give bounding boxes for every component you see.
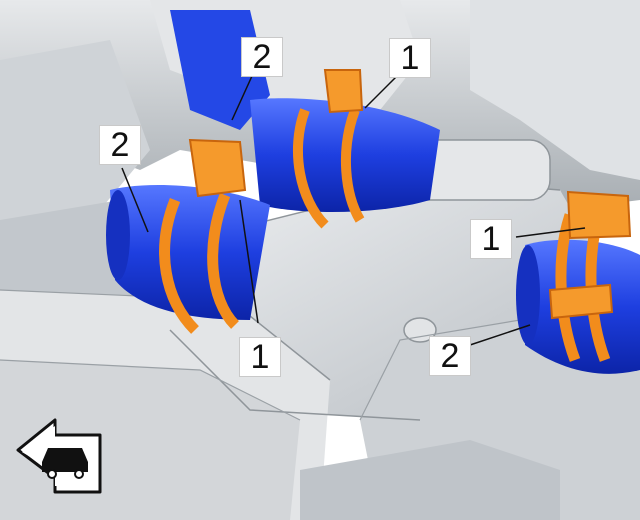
clamp-right-lower-tab bbox=[548, 283, 614, 320]
clamp-upper bbox=[292, 108, 365, 229]
hose-left bbox=[110, 185, 270, 320]
hose-end bbox=[516, 245, 540, 345]
hose-end bbox=[106, 190, 130, 280]
callout-hose-upper-left: 2 bbox=[241, 37, 283, 77]
clamp-left-tab bbox=[188, 138, 247, 198]
callout-clamp-lower-left: 1 bbox=[239, 337, 281, 377]
clamp-left bbox=[159, 192, 240, 334]
bolt-head bbox=[403, 317, 437, 343]
callout-hose-right: 2 bbox=[429, 336, 471, 376]
clamp-upper-tab bbox=[323, 69, 364, 114]
vehicle-direction-arrow-icon bbox=[16, 418, 102, 494]
bottom-cover bbox=[300, 440, 560, 520]
callout-clamp-upper: 1 bbox=[389, 38, 431, 78]
left-block bbox=[0, 40, 150, 230]
callout-clamp-right: 1 bbox=[470, 219, 512, 259]
right-bracket bbox=[470, 0, 640, 180]
leader-lines bbox=[121, 74, 586, 346]
callout-hose-left: 2 bbox=[99, 125, 141, 165]
clamp-right-tab bbox=[566, 190, 632, 240]
